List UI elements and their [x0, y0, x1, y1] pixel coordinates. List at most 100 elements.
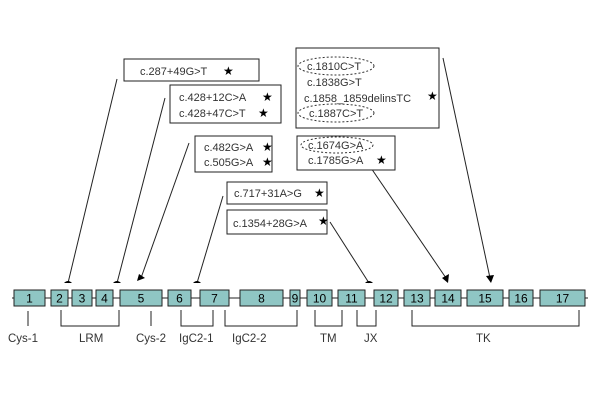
pointer-head: [193, 281, 201, 283]
mutation-box: [123, 58, 260, 82]
mutation-label: c.1785G>A: [308, 155, 364, 167]
mutation-box-intron6: c.717+31A>G ★: [226, 181, 328, 205]
exon-label: 11: [345, 292, 358, 306]
exon-box: [199, 289, 230, 307]
pointer-head: [64, 281, 72, 283]
mutation-label: c.505G>A: [204, 157, 254, 169]
exon-label: 3: [79, 292, 86, 306]
exon-10: 10: [306, 289, 333, 307]
domain-tk: TK: [411, 310, 580, 345]
highlight-ellipse: [297, 56, 375, 76]
mutation-box-intron2: c.287+49G>T ★: [123, 58, 260, 82]
pointer-line: [329, 221, 370, 284]
pointer-intron4: [113, 97, 166, 284]
exon-box: [50, 289, 69, 307]
star-icon: ★: [262, 90, 273, 104]
exon-5: 5: [119, 289, 163, 307]
exon-box: [434, 289, 462, 307]
exon-box: [167, 289, 192, 307]
exon-box: [373, 289, 399, 307]
star-icon: ★: [427, 89, 438, 103]
pointer-line: [196, 195, 224, 284]
arrow-line: [442, 57, 491, 279]
domain-label: TK: [476, 333, 491, 345]
mutation-label: c.1810C>T: [307, 61, 361, 73]
exon-box: [539, 289, 586, 307]
pointer-head: [113, 281, 121, 283]
mutation-box-intron11: c.1354+28G>A ★: [226, 209, 329, 235]
exon-label: 12: [379, 292, 393, 306]
star-icon: ★: [314, 186, 325, 200]
exon-2: 2: [50, 289, 69, 307]
star-icon: ★: [262, 140, 273, 154]
exon-12: 12: [373, 289, 399, 307]
exon-4: 4: [95, 289, 114, 307]
highlight-ellipse: [300, 136, 374, 154]
exon-16: 16: [508, 289, 534, 307]
exon-8: 8: [239, 289, 284, 307]
exon-box: [508, 289, 534, 307]
exon-label: 6: [176, 292, 183, 306]
arrow-exon15: [442, 57, 494, 283]
mutation-label: c.287+49G>T: [140, 66, 208, 78]
exon-6: 6: [167, 289, 192, 307]
domain-label: IgC2-1: [179, 333, 214, 345]
domain-bracket: [356, 310, 377, 327]
exon-label: 17: [556, 292, 570, 306]
domain-igc2-2: IgC2-2: [224, 310, 298, 345]
exon-label: 10: [313, 292, 327, 306]
domain-label: Cys-2: [136, 333, 166, 345]
arrow-head: [137, 274, 145, 281]
mutation-label: c.1354+28G>A: [233, 218, 308, 230]
exon-label: 16: [514, 292, 528, 306]
mutation-box: [226, 181, 328, 205]
domain-bracket: [314, 310, 343, 327]
mutation-label: c.428+12C>A: [179, 92, 247, 104]
exon-3: 3: [71, 289, 93, 307]
exon-1: 1: [13, 289, 46, 307]
highlight-ellipse: [297, 103, 375, 123]
mutation-label: c.428+47C>T: [179, 108, 246, 120]
pointer-line: [67, 78, 118, 284]
exon-label: 13: [410, 292, 424, 306]
mutation-box: [226, 209, 328, 235]
star-icon: ★: [376, 153, 387, 167]
star-icon: ★: [262, 155, 273, 169]
mutation-box: [296, 135, 396, 171]
exon-label: 1: [26, 292, 33, 306]
exon-15: 15: [466, 289, 504, 307]
exon-box: [337, 289, 366, 307]
exon-label: 8: [258, 292, 265, 306]
domain-label: IgC2-2: [232, 333, 267, 345]
arrow-line: [140, 142, 190, 279]
exon-11: 11: [337, 289, 366, 307]
exon-label: 14: [441, 292, 455, 306]
mutation-label: c.482G>A: [204, 142, 254, 154]
exon-14: 14: [434, 289, 462, 307]
pointer-intron6: [193, 195, 224, 284]
domain-tm: TM: [314, 310, 343, 345]
exon-box: [71, 289, 93, 307]
mutation-label: c.717+31A>G: [234, 188, 302, 200]
mutation-box-exon5: c.482G>A ★ c.505G>A ★: [194, 135, 273, 173]
domain-label: TM: [320, 333, 337, 345]
domain-bracket: [411, 310, 580, 327]
mutation-box: [169, 84, 282, 124]
domain-cys1: Cys-1: [8, 311, 38, 345]
exon-label: 15: [478, 292, 492, 306]
exon-label: 7: [211, 292, 218, 306]
arrow-exon14: [368, 164, 449, 283]
exon-17: 17: [539, 289, 586, 307]
exon-label: 5: [138, 292, 145, 306]
pointer-intron11: [329, 221, 373, 284]
exon-box: [306, 289, 333, 307]
exon-box: [13, 289, 46, 307]
pointer-head: [365, 281, 373, 283]
exon-9: 9: [289, 289, 301, 307]
domain-cys2: Cys-2: [136, 311, 166, 345]
arrow-head: [442, 274, 449, 283]
exon-box: [289, 289, 301, 307]
domain-label: JX: [364, 333, 378, 345]
